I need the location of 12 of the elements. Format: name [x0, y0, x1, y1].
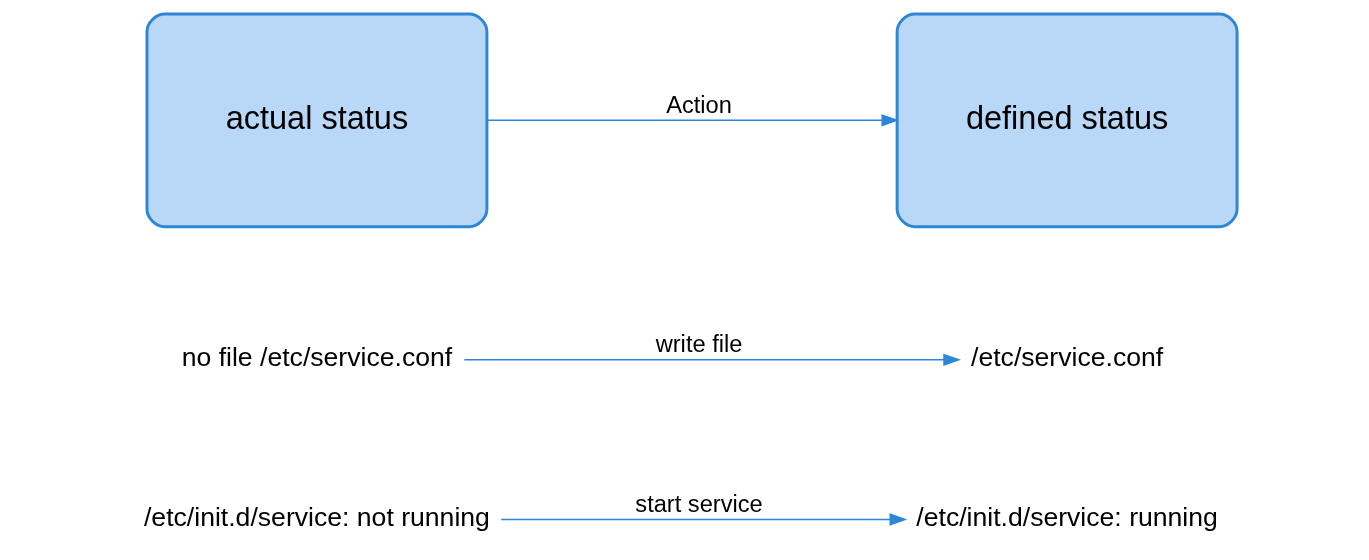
node-text: no file /etc/service.conf [181, 342, 452, 373]
node-text: /etc/init.d/service: not running [143, 501, 490, 532]
arrow [499, 513, 907, 526]
node-text: /etc/init.d/service: running [915, 501, 1218, 532]
edge-label: Action [665, 91, 732, 118]
edge-label: write file [655, 331, 742, 358]
node-box: actual status [144, 12, 488, 229]
node-text: /etc/service.conf [970, 342, 1163, 373]
arrow [463, 353, 961, 367]
node-box: defined status [895, 12, 1239, 229]
arrow [485, 114, 899, 127]
edge-label: start service [634, 490, 763, 517]
